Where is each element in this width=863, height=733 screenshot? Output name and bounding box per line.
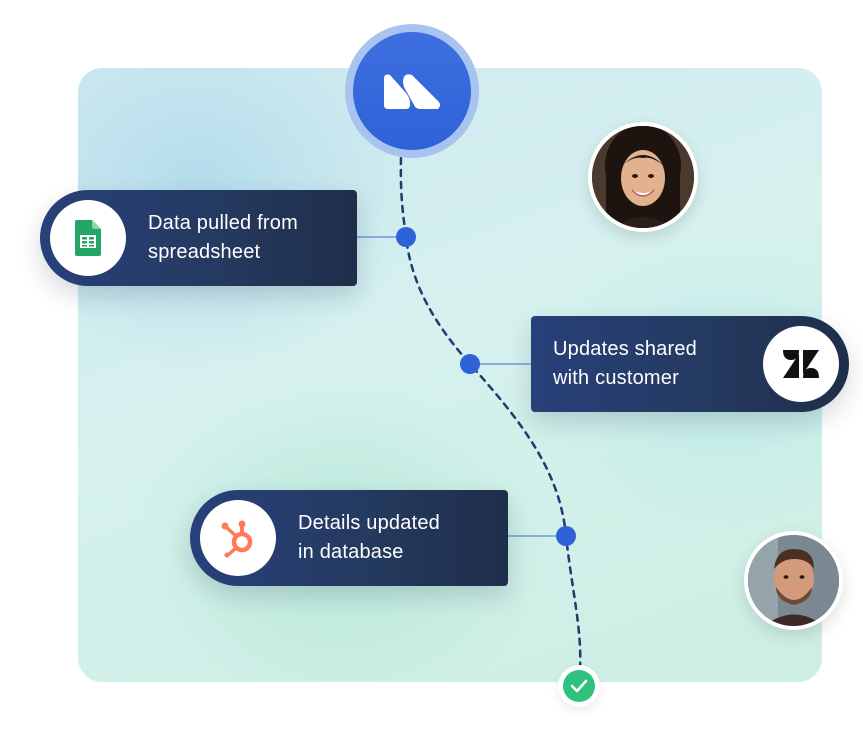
step-label-line: in database (298, 541, 404, 563)
avatar-man (744, 531, 843, 630)
step-card-spreadsheet: Data pulled from spreadsheet (40, 190, 357, 286)
step-label-database: Details updated in database (298, 509, 440, 567)
hubspot-icon (200, 500, 276, 576)
step-card-database: Details updated in database (190, 490, 508, 586)
completion-check (558, 665, 600, 707)
google-sheets-icon (50, 200, 126, 276)
step-label-customer: Updates shared with customer (553, 335, 753, 393)
checkmark-icon (563, 670, 595, 702)
step-label-line: Details updated (298, 512, 440, 534)
zendesk-icon (763, 326, 839, 402)
step-label-line: with customer (553, 367, 679, 389)
step-label-line: spreadsheet (148, 241, 261, 263)
step-label-spreadsheet: Data pulled from spreadsheet (148, 209, 298, 267)
step-label-line: Updates shared (553, 338, 698, 360)
brand-logo (345, 24, 479, 158)
brand-logo-icon (353, 32, 471, 150)
avatar-woman (588, 122, 698, 232)
step-card-customer: Updates shared with customer (531, 316, 849, 412)
step-label-line: Data pulled from (148, 212, 298, 234)
